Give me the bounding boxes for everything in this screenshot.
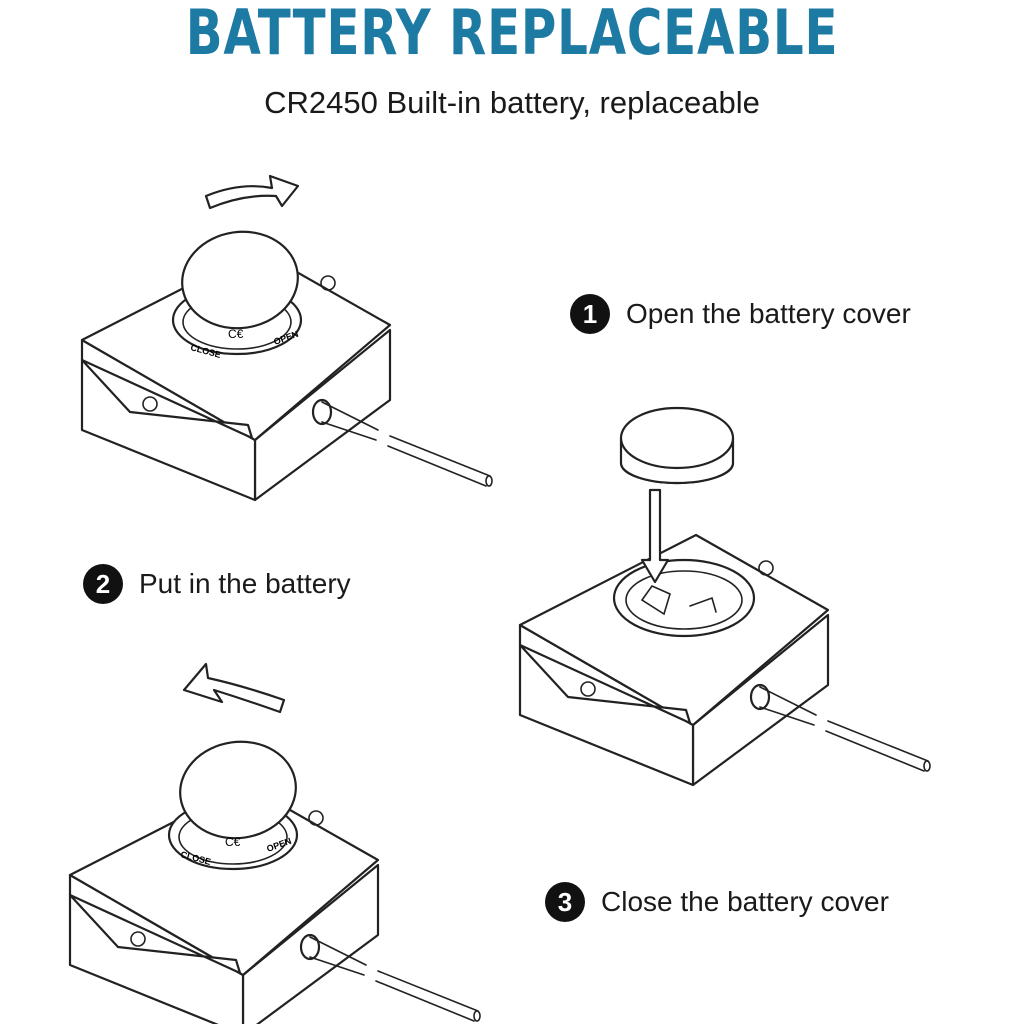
rotate-clockwise-arrow-icon — [182, 662, 286, 714]
cert-marking: C€ — [228, 327, 244, 341]
device-close-cover: CLOSE OPEN C€ — [68, 740, 482, 1024]
step-1-label: Open the battery cover — [626, 298, 911, 329]
cert-marking-2: C€ — [225, 835, 241, 849]
page-subtitle: CR2450 Built-in battery, replaceable — [264, 85, 760, 120]
device-insert-battery — [518, 406, 932, 787]
step-2: 2 Put in the battery — [83, 562, 351, 606]
step-1: 1 Open the battery cover — [570, 292, 911, 336]
step-2-label: Put in the battery — [139, 568, 351, 599]
down-arrow-icon — [640, 488, 670, 584]
step-3-label: Close the battery cover — [601, 886, 889, 917]
step-3: 3 Close the battery cover — [545, 880, 889, 924]
rotate-counterclockwise-arrow-icon — [204, 174, 300, 210]
page-title: BATTERY REPLACEABLE — [185, 0, 839, 69]
step-2-number: 2 — [83, 564, 123, 604]
device-open-cover: CLOSE OPEN C€ — [80, 230, 494, 502]
step-3-number: 3 — [545, 882, 585, 922]
step-1-number: 1 — [570, 294, 610, 334]
